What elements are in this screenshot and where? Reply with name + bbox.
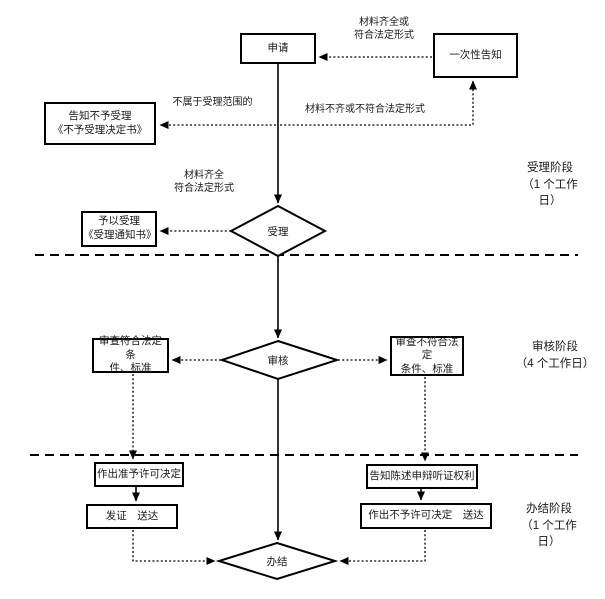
issue-deliver-box: 发证 送达 [86, 504, 178, 529]
edge-issue-to-finish [132, 530, 216, 565]
edge-deny-to-finish [339, 530, 426, 565]
deny-decision-box: 作出不予许可决定 送达 [360, 503, 492, 529]
phase-label-accept: 受理阶段 （1 个工作 日） [522, 162, 578, 208]
review-diamond-label: 审核 [267, 355, 289, 367]
label-not-in-scope: 不属于受理范围的 [172, 97, 253, 108]
phase-label-finish: 办结阶段 （1 个工作 日） [521, 503, 577, 549]
accept-diamond-shape [228, 204, 328, 258]
phase-label-review: 审核阶段 （4 个工作日） [515, 341, 595, 370]
review-diamond-shape [218, 339, 341, 381]
label-materials-complete-or-legal: 材料齐全或 符合法定形式 [354, 17, 414, 41]
review-pass-box: 审查符合法定条 件、标准 [92, 335, 169, 374]
review-fail-box: 审查不符合法定 条件、标准 [390, 336, 464, 376]
one-time-notice-box: 一次性告知 [433, 33, 518, 78]
accept-diamond-label: 受理 [267, 226, 289, 238]
finish-diamond-label: 办结 [266, 556, 288, 568]
edge-to-one-time-notice [280, 80, 477, 126]
label-materials-complete-legal: 材料齐全 符合法定形式 [174, 170, 234, 194]
accept-notice-box: 予以受理 《受理通知书》 [81, 211, 157, 247]
grant-decision-box: 作出准予许可决定 [94, 462, 184, 487]
finish-diamond-shape [215, 541, 339, 581]
notify-rights-box: 告知陈述申辩听证权利 [366, 464, 478, 489]
apply-box: 申请 [240, 33, 316, 64]
reject-notice-box: 告知不予受理 《不予受理决定书》 [44, 102, 156, 145]
label-materials-incomplete: 材料不齐或不符合法定形式 [305, 104, 425, 115]
